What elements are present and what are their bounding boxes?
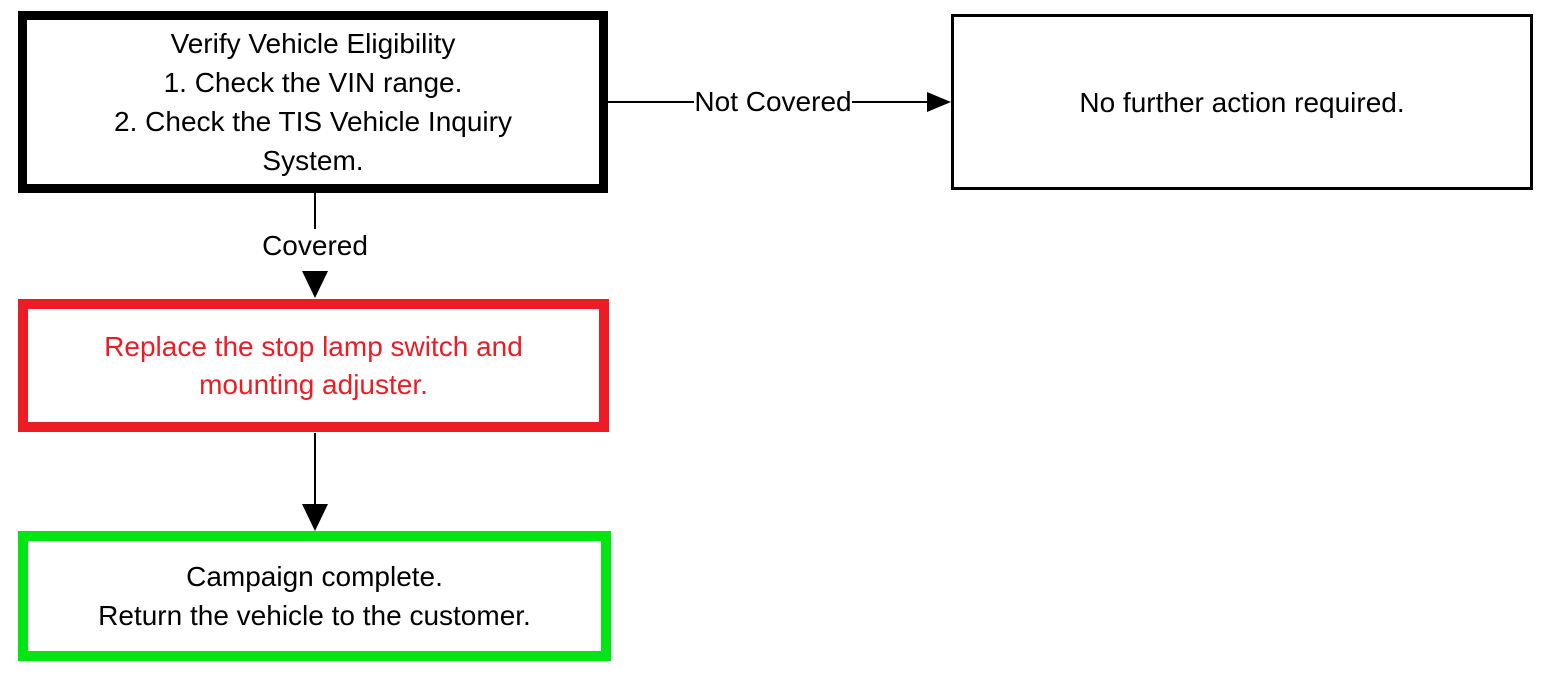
replace-stop-lamp-switch-node: Replace the stop lamp switch and mountin… xyxy=(18,299,609,432)
covered-connector-line xyxy=(314,193,316,263)
complete-connector-line xyxy=(314,433,316,508)
covered-edge-label-text: Covered xyxy=(262,229,368,263)
verify-eligibility-node: Verify Vehicle Eligibility 1. Check the … xyxy=(18,11,608,193)
not-covered-edge-label: Not Covered xyxy=(608,85,938,119)
not-covered-edge-label-text: Not Covered xyxy=(694,85,852,119)
covered-edge-label: Covered xyxy=(195,229,435,263)
no-further-action-node: No further action required. xyxy=(951,14,1533,190)
arrowhead-down-icon xyxy=(302,504,328,531)
arrowhead-down-icon xyxy=(302,271,328,298)
campaign-complete-node: Campaign complete. Return the vehicle to… xyxy=(18,531,611,661)
arrowhead-right-icon xyxy=(927,92,951,112)
